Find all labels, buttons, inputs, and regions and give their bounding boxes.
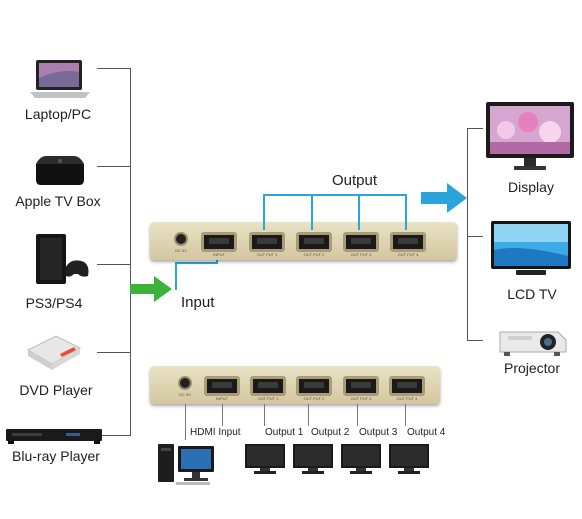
connector-line xyxy=(97,352,130,353)
output-arrow xyxy=(421,183,467,213)
lcd-tv-icon xyxy=(490,220,572,278)
hdmi-output-port-2 xyxy=(296,232,332,252)
port-label: OUT PUT 4 xyxy=(396,396,418,401)
dc-power-jack xyxy=(178,376,192,390)
port-label: OUT PUT 3 xyxy=(350,252,372,257)
source-label: Laptop/PC xyxy=(24,106,92,122)
display-label: Projector xyxy=(503,360,561,376)
hdmi-input-label: HDMI Input xyxy=(190,427,241,438)
bluray-player-icon xyxy=(6,426,102,446)
game-console-icon xyxy=(32,230,92,288)
monitor-small-icon xyxy=(340,443,382,475)
hdmi-input-port xyxy=(204,376,240,396)
display-label: Display xyxy=(508,179,554,195)
dc-label: DC 5V xyxy=(175,248,187,253)
port-label: OUT PUT 1 xyxy=(256,252,278,257)
hdmi-output-port-2 xyxy=(296,376,332,396)
output-1-label: Output 1 xyxy=(265,427,304,438)
desktop-pc-icon xyxy=(156,440,218,486)
port-label: OUT PUT 2 xyxy=(303,396,325,401)
hdmi-output-port-1 xyxy=(250,376,286,396)
hdmi-output-port-4 xyxy=(389,376,425,396)
wire-line xyxy=(357,404,358,426)
monitor-icon xyxy=(484,100,576,172)
input-link-line xyxy=(175,262,177,290)
output-link-line xyxy=(311,194,313,230)
hdmi-output-port-3 xyxy=(343,232,379,252)
output-2-label: Output 2 xyxy=(311,427,350,438)
connector-line xyxy=(97,68,130,69)
port-label: INPUT xyxy=(213,252,225,257)
wire-line xyxy=(264,404,265,426)
monitor-small-icon xyxy=(244,443,286,475)
connector-line xyxy=(467,340,483,341)
output-3-label: Output 3 xyxy=(359,427,398,438)
port-label: OUT PUT 3 xyxy=(350,396,372,401)
wire-line xyxy=(405,404,406,426)
wire-line xyxy=(185,404,186,440)
output-4-label: Output 4 xyxy=(407,427,446,438)
input-arrow xyxy=(130,276,172,302)
output-link-line xyxy=(358,194,360,230)
hdmi-output-port-1 xyxy=(249,232,285,252)
input-label: Input xyxy=(181,294,215,311)
output-link-line xyxy=(405,194,407,230)
wire-line xyxy=(308,404,309,426)
port-label: OUT PUT 4 xyxy=(397,252,419,257)
dvd-player-icon xyxy=(26,330,82,374)
connector-line xyxy=(97,264,130,265)
port-label: OUT PUT 1 xyxy=(257,396,279,401)
monitor-small-icon xyxy=(388,443,430,475)
projector-icon xyxy=(494,324,570,358)
port-label: OUT PUT 2 xyxy=(303,252,325,257)
source-label: PS3/PS4 xyxy=(25,295,83,311)
laptop-icon xyxy=(30,58,90,102)
input-link-line xyxy=(175,262,217,264)
output-link-line xyxy=(263,194,265,230)
dc-power-jack xyxy=(174,232,188,246)
connector-line xyxy=(467,128,483,129)
display-label: LCD TV xyxy=(507,286,557,302)
source-label: Blu-ray Player xyxy=(12,448,100,464)
output-link-line xyxy=(263,194,407,196)
connector-line xyxy=(97,166,130,167)
port-label: INPUT xyxy=(216,396,228,401)
wire-line xyxy=(222,404,223,426)
monitor-small-icon xyxy=(292,443,334,475)
bracket-line xyxy=(467,128,468,340)
hdmi-input-port xyxy=(201,232,237,252)
hdmi-output-port-4 xyxy=(390,232,426,252)
connector-line xyxy=(467,236,483,237)
connector-line xyxy=(97,435,130,436)
bracket-line xyxy=(130,68,131,436)
apple-tv-box-icon xyxy=(32,152,88,188)
source-label: DVD Player xyxy=(19,382,93,398)
source-label: Apple TV Box xyxy=(15,193,101,209)
dc-label: DC 5V xyxy=(179,392,191,397)
output-label: Output xyxy=(332,172,378,189)
hdmi-output-port-3 xyxy=(343,376,379,396)
